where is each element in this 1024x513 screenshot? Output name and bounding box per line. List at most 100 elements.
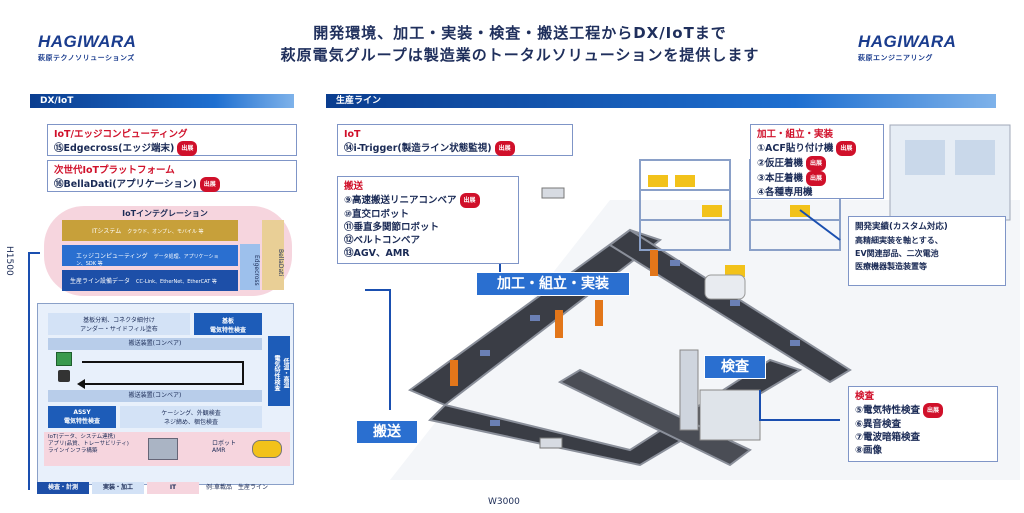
- exhibit-badge: 出展: [923, 403, 944, 418]
- inspection-item-2: ⑥異音検査: [855, 419, 902, 430]
- height-arrow-top: [28, 252, 40, 254]
- exhibit-badge: 出展: [199, 177, 220, 192]
- line-section-bar: 生産ライン: [326, 94, 996, 108]
- top-left-process: 基板分割、コネクタ細付け アンダー・サイドフィル塗布: [48, 313, 190, 335]
- platform-box: 次世代IoTプラットフォーム ⑯BellaDati(アプリケーション)出展: [47, 160, 297, 192]
- transport-box: 搬送 ⑨高速搬送リニアコンベア出展 ⑩直交ロボット ⑪垂直多関節ロボット ⑫ベル…: [337, 176, 519, 264]
- flow-arrow-right: [82, 361, 242, 363]
- platform-title: 次世代IoTプラットフォーム: [54, 165, 175, 176]
- board-test-block: 基板 電気特性検査: [194, 313, 262, 335]
- assembly-item-2: ②仮圧着機出展: [757, 156, 877, 171]
- camera: [541, 187, 565, 199]
- amr-icon: [252, 440, 282, 458]
- arrow-head-icon: [77, 379, 85, 389]
- equipment-row: 生産ライン設備データ CC-Link、EtherNet、EtherCAT 等: [62, 270, 238, 291]
- robot-arm: [650, 250, 658, 276]
- bin: [648, 175, 668, 187]
- assembly-box: 加工・組立・実装 ①ACF貼り付け機出展 ②仮圧着機出展 ③本圧着機出展 ④各種…: [750, 124, 884, 199]
- transport-item-2: ⑩直交ロボット: [344, 209, 410, 220]
- row-name: ITシステム: [92, 228, 122, 235]
- exhibit-badge: 出展: [177, 141, 198, 156]
- inspection-box: 検査 ⑤電気特性検査出展 ⑥異音検査 ⑦電波暗箱検査 ⑧画像: [848, 386, 998, 462]
- exhibit-badge: 出展: [459, 193, 480, 208]
- row-name: エッジコンピューティング: [76, 253, 148, 260]
- height-arrow-line: [28, 252, 30, 490]
- row-desc: クラウド、オンプレ、モバイル 等: [127, 229, 204, 235]
- conveyor-bottom: 搬送装置(コンベア): [48, 390, 262, 402]
- robot-arm: [450, 360, 458, 386]
- inspection-item-1: ⑤電気特性検査出展: [855, 403, 991, 418]
- transport-item-5: ⑬AGV、AMR: [344, 248, 410, 259]
- integration-title: IoTインテグレーション: [122, 209, 208, 218]
- tray: [730, 300, 740, 306]
- height-dimension: H1500: [4, 246, 14, 276]
- assembly-title: 加工・組立・実装: [757, 129, 834, 140]
- legend-inspection: 検査・計測: [37, 482, 89, 494]
- exhibit-badge: 出展: [836, 141, 857, 156]
- legend-mounting: 実装・加工: [92, 482, 144, 494]
- logo-left-sub: 萩原テクノソリューションズ: [38, 55, 135, 62]
- it-text: IoT(データ、システム連携) アプリ(品質、トレーサビリティ) ラインインフラ…: [48, 434, 129, 454]
- custom-line-3: 医療機器製造装置等: [855, 262, 927, 271]
- machine-window: [905, 140, 945, 175]
- edgecross-column: Edgecross: [240, 244, 260, 290]
- transport-item-1: ⑨高速搬送リニアコンベア出展: [344, 193, 512, 208]
- tray: [790, 340, 800, 346]
- bin: [702, 205, 722, 217]
- flow-arrow-down: [242, 361, 244, 383]
- exhibit-badge: 出展: [806, 171, 827, 186]
- tray: [480, 350, 490, 356]
- headline-line2: 萩原電気グループは製造業のトータルソリューションを提供します: [280, 46, 760, 64]
- robot-arm: [555, 310, 563, 338]
- layout-note: 例:車載品 生産ライン: [206, 484, 269, 491]
- tray: [530, 315, 540, 321]
- dx-section-bar: DX/IoT: [30, 94, 294, 108]
- belladati-item: ⑯BellaDati(アプリケーション): [54, 179, 197, 190]
- legend-it: IT: [147, 482, 199, 494]
- callout-line: [799, 209, 841, 241]
- transport-item-4: ⑫ベルトコンベア: [344, 235, 421, 246]
- robot-amr-label: ロボット AMR: [212, 440, 237, 454]
- inspection-unit: [679, 349, 699, 431]
- tray: [670, 260, 680, 266]
- tray: [490, 420, 500, 426]
- label-hanso: 搬送: [356, 420, 418, 444]
- transport-item-3: ⑪垂直多関節ロボット: [344, 222, 440, 233]
- custom-line-2: EV関連部品、二次電池: [855, 249, 939, 258]
- machine-window: [955, 140, 995, 175]
- assembly-item-4: ④各種専用機: [757, 187, 813, 198]
- iot-edge-box: IoT/エッジコンピューティング ⑮Edgecross(エッジ端末)出展: [47, 124, 297, 156]
- exhibit-badge: 出展: [806, 156, 827, 171]
- conveyor-top: 搬送装置(コンベア): [48, 338, 262, 350]
- edge-row: エッジコンピューティング データ処理、アプリケーション、SDK 等: [62, 245, 238, 267]
- amr-vehicle: [704, 274, 746, 300]
- part-icon: [58, 370, 70, 382]
- iot-edge-title: IoT/エッジコンピューティング: [54, 129, 188, 140]
- belladati-column: BellaDati: [262, 220, 284, 290]
- bin: [725, 265, 745, 277]
- custom-title: 開発実績(カスタム対応): [855, 222, 948, 232]
- assy-test-block: ASSY 電気特性検査: [48, 406, 116, 428]
- pcb-icon: [56, 352, 72, 366]
- logo-right-name: HAGIWARA: [858, 32, 957, 51]
- hagiwara-engineering-logo: HAGIWARA 萩原エンジニアリング: [858, 32, 998, 63]
- assembly-item-1: ①ACF貼り付け機出展: [757, 141, 877, 156]
- inspection-item-3: ⑦電波暗箱検査: [855, 432, 921, 443]
- edgecross-item: ⑮Edgecross(エッジ端末): [54, 143, 175, 154]
- custom-line-1: 高精細実装を軸とする、: [855, 236, 943, 245]
- inspection-unit: [699, 389, 761, 441]
- iot-line-box: IoT ⑭i-Trigger(製造ライン状態監視)出展: [337, 124, 573, 156]
- belladati-label: BellaDati: [277, 249, 284, 277]
- integration-rows: ITシステム クラウド、オンプレ、モバイル 等 エッジコンピューティング データ…: [62, 220, 238, 291]
- thermal-test-block: 低温・高温 電気特性検査: [268, 336, 290, 406]
- assembly-item-3: ③本圧着機出展: [757, 171, 877, 186]
- label-kakou: 加工・組立・実装: [476, 272, 630, 296]
- label-kensa: 検査: [704, 355, 766, 379]
- it-system-row: ITシステム クラウド、オンプレ、モバイル 等: [62, 220, 238, 241]
- itrigger-item: ⑭i-Trigger(製造ライン状態監視): [344, 143, 492, 154]
- row-name: 生産ライン設備データ: [70, 278, 131, 285]
- logo-left-name: HAGIWARA: [38, 32, 137, 51]
- bin: [675, 175, 695, 187]
- hagiwara-techno-logo: HAGIWARA 萩原テクノソリューションズ: [38, 32, 188, 63]
- flow-arrow-left: [82, 383, 244, 385]
